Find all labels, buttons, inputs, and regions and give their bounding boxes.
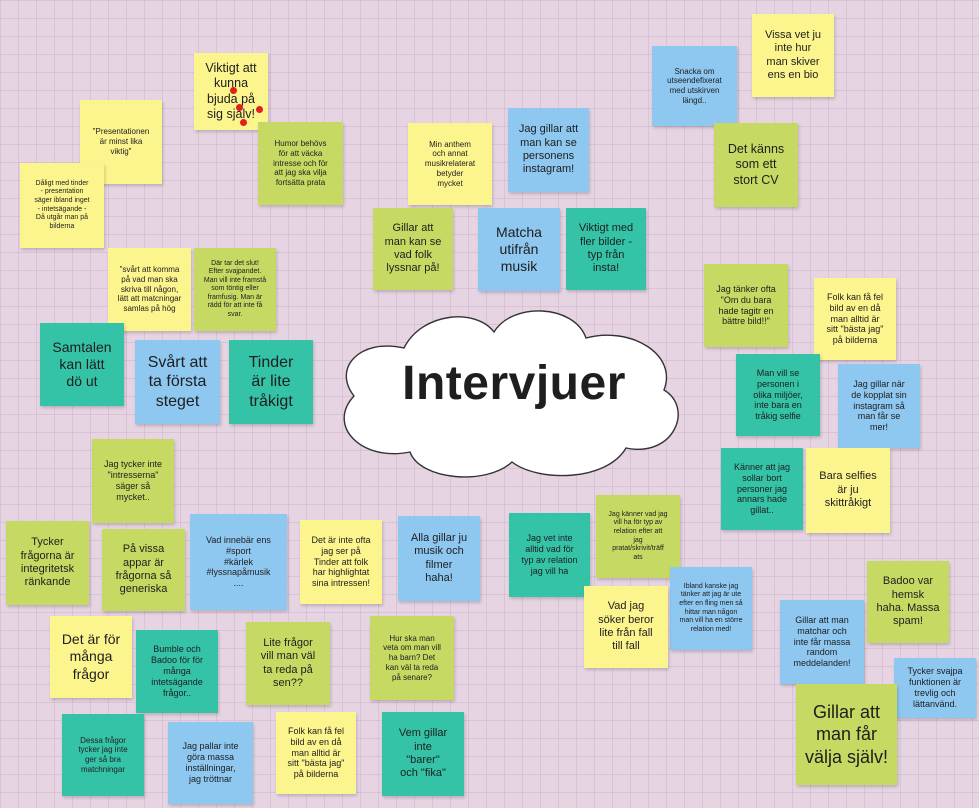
cloud-shape bbox=[343, 310, 679, 478]
sticky-note[interactable]: Jag pallar inte göra massa inställningar… bbox=[168, 722, 253, 804]
red-marker-dot bbox=[236, 104, 243, 111]
sticky-note[interactable]: Känner att jag sollar bort personer jag … bbox=[721, 448, 803, 530]
sticky-note[interactable]: Badoo var hemsk haha. Massa spam! bbox=[867, 561, 949, 643]
sticky-note[interactable]: Matcha utifrån musik bbox=[478, 208, 560, 291]
sticky-note[interactable]: Snacka om utseendefixerat med utskirven … bbox=[652, 46, 737, 126]
board-title: Intervjuer bbox=[402, 357, 626, 410]
sticky-note[interactable]: Det är inte ofta jag ser på Tinder att f… bbox=[300, 520, 382, 604]
sticky-note[interactable]: Det känns som ett stort CV bbox=[714, 123, 798, 207]
sticky-note[interactable]: Viktigt med fler bilder - typ från insta… bbox=[566, 208, 646, 290]
sticky-note[interactable]: Jag tycker inte "intresserna" säger så m… bbox=[92, 439, 174, 523]
sticky-note[interactable]: Svårt att ta första steget bbox=[135, 340, 220, 424]
sticky-note[interactable]: Alla gillar ju musik och filmer haha! bbox=[398, 516, 480, 601]
sticky-note[interactable]: Jag vet inte alltid vad för typ av relat… bbox=[509, 513, 590, 597]
sticky-note[interactable]: Ibland kanske jag tänker att jag är ute … bbox=[670, 567, 752, 650]
sticky-note[interactable]: Dåligt med tinder - presentation säger i… bbox=[20, 163, 104, 248]
sticky-note[interactable]: Folk kan få fel bild av en då man alltid… bbox=[276, 712, 356, 794]
sticky-note[interactable]: Dessa frågor tycker jag inte ger så bra … bbox=[62, 714, 144, 796]
sticky-note[interactable]: Jag gillar att man kan se personens inst… bbox=[508, 108, 589, 192]
sticky-note[interactable]: Där tar det slut! Efter svajpandet. Man … bbox=[194, 248, 276, 331]
sticky-note[interactable]: Humor behövs för att väcka intresse och … bbox=[258, 122, 343, 205]
sticky-note[interactable]: Vad jag söker beror lite från fall till … bbox=[584, 586, 668, 668]
sticky-note[interactable]: Hur ska man veta om man vill ha barn? De… bbox=[370, 616, 454, 700]
sticky-note[interactable]: Bumble och Badoo för för många intetsäga… bbox=[136, 630, 218, 713]
sticky-note[interactable]: Gillar att man kan se vad folk lyssnar p… bbox=[373, 208, 453, 290]
sticky-note[interactable]: Vem gillar inte "barer" och "fika" bbox=[382, 712, 464, 796]
sticky-note[interactable]: Tycker svajpa funktionen är trevlig och … bbox=[894, 658, 976, 718]
sticky-note[interactable]: Tinder är lite tråkigt bbox=[229, 340, 313, 424]
sticky-note[interactable]: Jag gillar när de kopplat sin instagram … bbox=[838, 364, 920, 448]
sticky-note[interactable]: Folk kan få fel bild av en då man alltid… bbox=[814, 278, 896, 360]
sticky-note[interactable]: Man vill se personen i olika miljöer, in… bbox=[736, 354, 820, 436]
sticky-note[interactable]: Tycker frågorna är integritetsk ränkande bbox=[6, 521, 89, 605]
sticky-note[interactable]: Lite frågor vill man väl ta reda på sen?… bbox=[246, 622, 330, 705]
sticky-note[interactable]: Jag tänker ofta "Om du bara hade tagitr … bbox=[704, 264, 788, 347]
red-marker-dot bbox=[230, 87, 237, 94]
sticky-note[interactable]: Vissa vet ju inte hur man skiver ens en … bbox=[752, 14, 834, 97]
sticky-note[interactable]: Det är för många frågor bbox=[50, 616, 132, 698]
sticky-note[interactable]: Jag känner vad jag vill ha för typ av re… bbox=[596, 495, 680, 578]
sticky-note[interactable]: På vissa appar är frågorna så generiska bbox=[102, 529, 185, 611]
red-marker-dot bbox=[240, 119, 247, 126]
red-marker-dot bbox=[256, 106, 263, 113]
sticky-note[interactable]: Min anthem och annat musikrelaterat bety… bbox=[408, 123, 492, 205]
sticky-note[interactable]: Gillar att man får välja själv! bbox=[796, 684, 897, 785]
sticky-note[interactable]: Vad innebär ens #sport #kärlek #lyssnapå… bbox=[190, 514, 287, 610]
sticky-note[interactable]: Samtalen kan lätt dö ut bbox=[40, 323, 124, 406]
sticky-note[interactable]: Gillar att man matchar och inte får mass… bbox=[780, 600, 864, 684]
sticky-note[interactable]: "svårt att komma på vad man ska skriva t… bbox=[108, 248, 191, 331]
sticky-note[interactable]: Bara selfies är ju skittråkigt bbox=[806, 448, 890, 533]
